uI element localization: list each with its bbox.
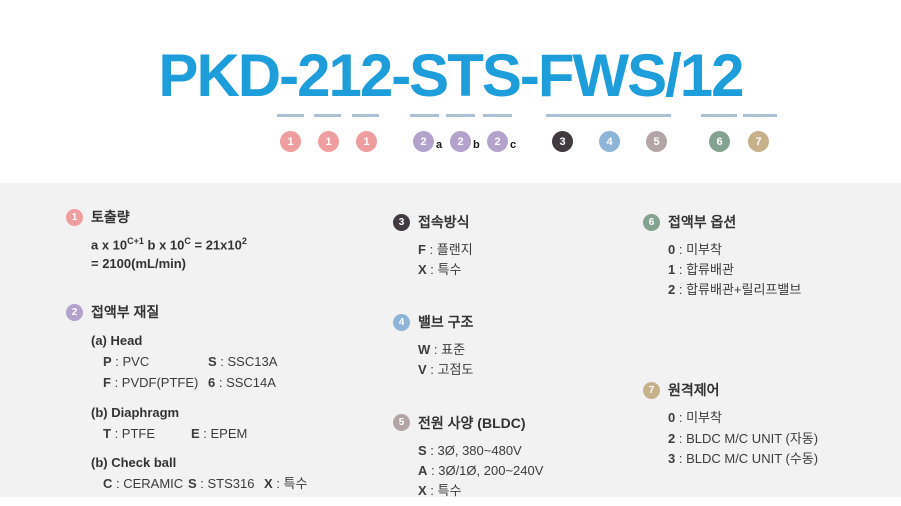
underline-digit-one xyxy=(701,114,737,117)
valve-option: V : 고점도 xyxy=(418,362,474,378)
wetted-option: 0 : 미부착 xyxy=(668,242,722,257)
marker-4-badge: 4 xyxy=(599,131,620,152)
materials-checkball-label: (b) Check ball xyxy=(91,455,177,471)
connection-header: 3 접속방식 xyxy=(393,212,623,232)
remote-badge: 7 xyxy=(643,381,660,399)
power-header: 5 전원 사양 (BLDC) xyxy=(393,413,623,433)
wetted-option-badge: 6 xyxy=(643,213,660,231)
underline-digit-2 xyxy=(277,114,304,117)
remote-option: 3 : BLDC M/C UNIT (수동) xyxy=(668,450,819,466)
valve-badge: 4 xyxy=(393,313,410,331)
legend-section-remote: 7 원격제어 0 : 미부착 2 : BLDC M/C UNIT (자동) 3 … xyxy=(643,380,883,468)
legend-column-1: 1 토출량 a x 10C+1 b x 10C = 21x102 = 2100(… xyxy=(66,207,386,495)
marker-1c-badge: 1 xyxy=(356,131,377,152)
materials-title: 접액부 재질 xyxy=(91,304,160,321)
underline-letter-t xyxy=(446,114,475,117)
wetted-option-header: 6 접액부 옵션 xyxy=(643,212,883,232)
discharge-title: 토출량 xyxy=(91,209,130,225)
materials-diaphragm-label: (b) Diaphragm xyxy=(91,404,180,420)
marker-2c-badge: 2 xyxy=(487,131,508,152)
marker-6: 6 xyxy=(709,131,730,152)
marker-2b-badge: 2 xyxy=(450,131,471,152)
connection-option: F : 플랜지 xyxy=(418,242,473,257)
legend-section-power: 5 전원 사양 (BLDC) S : 3Ø, 380~480V A : 3Ø/1… xyxy=(393,413,623,501)
remote-title: 원격제어 xyxy=(668,382,720,399)
connection-option: X : 특수 xyxy=(418,262,462,278)
wetted-option: 2 : 합류배관+릴리프밸브 xyxy=(668,282,802,298)
marker-4: 4 xyxy=(599,131,620,152)
remote-header: 7 원격제어 xyxy=(643,380,883,400)
valve-option: W : 표준 xyxy=(418,342,466,358)
remote-option: 0 : 미부착 xyxy=(668,410,722,426)
power-option: A : 3Ø/1Ø, 200~240V xyxy=(418,462,544,478)
power-title: 전원 사양 (BLDC) xyxy=(418,414,526,431)
power-option: X : 특수 xyxy=(418,482,462,498)
remote-option: 2 : BLDC M/C UNIT (자동) xyxy=(668,430,819,446)
marker-2a-suffix: a xyxy=(436,139,443,151)
legend-section-valve: 4 밸브 구조 W : 표준 V : 고점도 xyxy=(393,312,623,380)
materials-head-label: (a) Head xyxy=(91,333,143,349)
marker-2a-badge: 2 xyxy=(413,131,434,152)
marker-5-badge: 5 xyxy=(646,131,667,152)
marker-1b-badge: 1 xyxy=(318,131,339,152)
model-number: PKD-212-STS-FWS/12 xyxy=(158,42,744,109)
discharge-formula: a x 10C+1 b x 10C = 21x102 xyxy=(91,236,247,253)
discharge-result: = 2100(mL/min) xyxy=(91,256,187,272)
wetted-option-title: 접액부 옵션 xyxy=(668,214,737,230)
valve-title: 밸브 구조 xyxy=(418,314,474,331)
underline-digit-two xyxy=(743,114,777,117)
underline-digit-2b xyxy=(352,114,379,117)
legend-section-discharge: 1 토출량 a x 10C+1 b x 10C = 21x102 = 2100(… xyxy=(66,207,386,274)
marker-2b-suffix: b xyxy=(473,139,480,151)
legend-section-wetted-option: 6 접액부 옵션 0 : 미부착 1 : 합류배관 2 : 합류배관+릴리프밸브 xyxy=(643,212,883,300)
materials-badge: 2 xyxy=(66,303,83,321)
marker-3-badge: 3 xyxy=(552,131,573,152)
connection-badge: 3 xyxy=(393,213,410,231)
marker-5: 5 xyxy=(646,131,667,152)
power-badge: 5 xyxy=(393,414,410,432)
underline-fws xyxy=(546,114,671,117)
legend-column-3: 6 접액부 옵션 0 : 미부착 1 : 합류배관 2 : 합류배관+릴리프밸브… xyxy=(643,212,883,469)
marker-2a: 2 a xyxy=(413,131,442,152)
valve-header: 4 밸브 구조 xyxy=(393,312,623,332)
discharge-header: 1 토출량 xyxy=(66,207,386,227)
marker-6-badge: 6 xyxy=(709,131,730,152)
marker-2b: 2 b xyxy=(450,131,480,152)
connection-title: 접속방식 xyxy=(418,214,470,230)
marker-7: 7 xyxy=(748,131,769,152)
marker-1b: 1 xyxy=(318,131,339,152)
marker-1a-badge: 1 xyxy=(280,131,301,152)
marker-1c: 1 xyxy=(356,131,377,152)
marker-2c: 2 c xyxy=(487,131,516,152)
legend-section-connection: 3 접속방식 F : 플랜지 X : 특수 xyxy=(393,212,623,280)
marker-7-badge: 7 xyxy=(748,131,769,152)
wetted-option: 1 : 합류배관 xyxy=(668,262,734,278)
marker-1a: 1 xyxy=(280,131,301,152)
underline-letter-s2 xyxy=(483,114,512,117)
underline-letter-s xyxy=(410,114,439,117)
discharge-badge: 1 xyxy=(66,208,83,226)
power-option: S : 3Ø, 380~480V xyxy=(418,442,522,458)
underline-digit-1 xyxy=(314,114,341,117)
materials-header: 2 접액부 재질 xyxy=(66,302,386,322)
materials-head-row-2: F : PVDF(PTFE)6 : SSC14A xyxy=(103,374,276,390)
legend-column-2: 3 접속방식 F : 플랜지 X : 특수 4 밸브 구조 W : 표준 V :… xyxy=(393,212,623,501)
marker-3: 3 xyxy=(552,131,573,152)
legend-panel xyxy=(0,183,901,497)
marker-2c-suffix: c xyxy=(510,139,517,151)
